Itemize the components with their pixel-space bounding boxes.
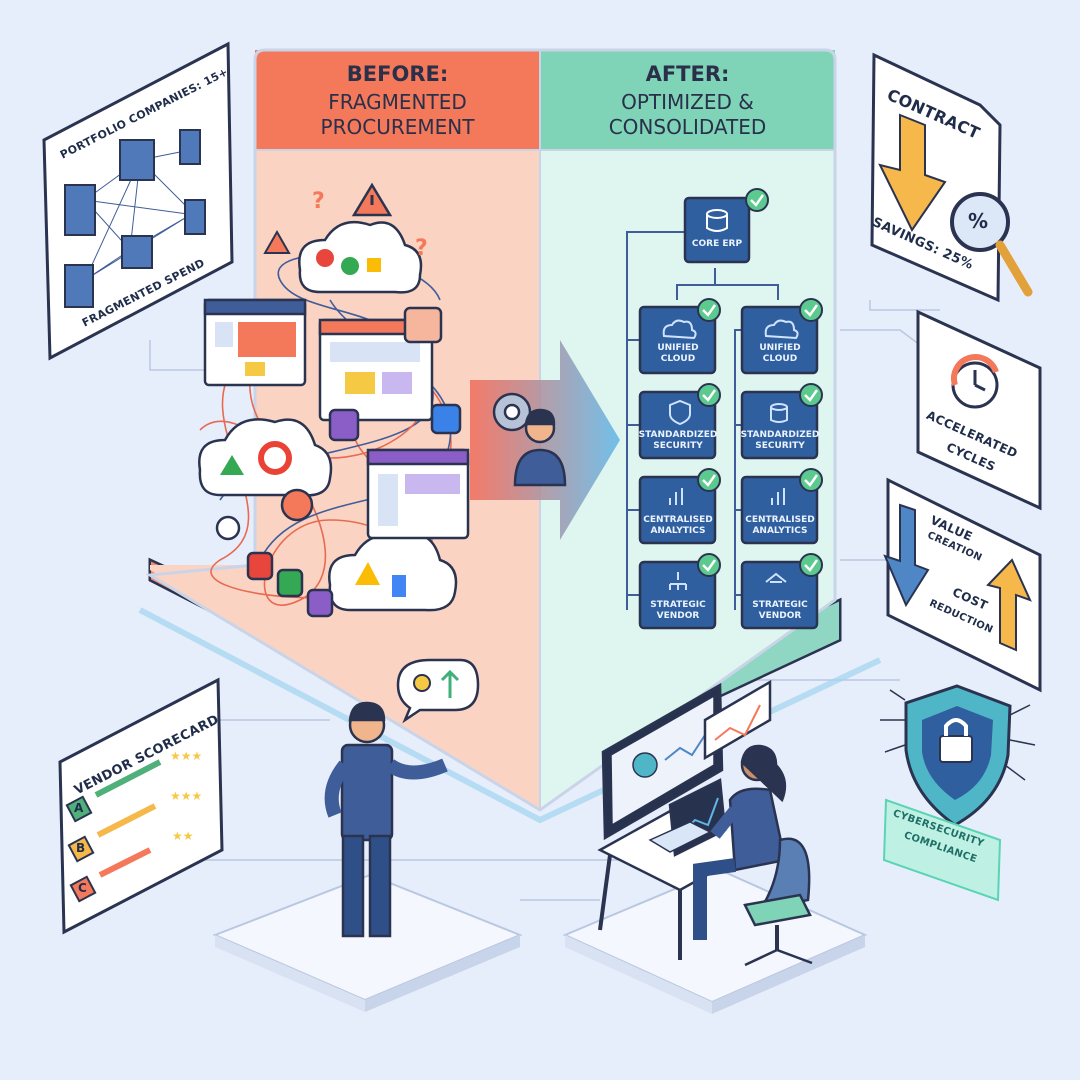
left-box-3-line1: CENTRALISED [643, 515, 713, 525]
right-box-3-line1: CENTRALISED [745, 515, 815, 525]
right-box-3-line2: ANALYTICS [752, 526, 808, 536]
svg-text:★★★: ★★★ [170, 789, 202, 803]
right-box-2-line1: STANDARDIZED [740, 430, 820, 440]
before-subtitle-line2: PROCUREMENT [320, 115, 475, 139]
left-box-4-line1: STRATEGIC [650, 600, 706, 610]
presenter-figure [324, 701, 448, 938]
before-subtitle-line1: FRAGMENTED [328, 90, 467, 114]
right-box-4-line1: STRATEGIC [752, 600, 808, 610]
consultant-avatar [513, 408, 567, 487]
left-box-2-line1: STANDARDIZED [638, 430, 718, 440]
right-box-4-line2: VENDOR [758, 611, 802, 621]
right-box-1-line1: UNIFIED [759, 343, 801, 353]
panel-outline [145, 48, 837, 812]
pedestal-left [212, 873, 523, 1012]
star-rating: ★★★ ★★★ ★★ [170, 749, 202, 843]
after-title: AFTER: [645, 62, 730, 86]
svg-text:?: ? [312, 189, 325, 214]
magnifier-icon [950, 192, 1033, 297]
core-erp-label: CORE ERP [691, 239, 743, 249]
vendor-grade-a: A [74, 801, 84, 815]
cloud-icon [198, 220, 458, 612]
box-icons [662, 319, 799, 590]
stopwatch-icon [951, 354, 999, 409]
left-box-1-line2: CLOUD [660, 354, 696, 364]
contract-card [870, 52, 1033, 303]
svg-text:★★: ★★ [172, 829, 194, 843]
cybersecurity-shield-icon [880, 684, 1036, 827]
svg-text:?: ? [415, 236, 428, 261]
analyst-workstation [597, 679, 773, 960]
browser-window-icon [203, 298, 470, 540]
right-column-boxes [740, 305, 819, 630]
analyst-figure [693, 744, 787, 940]
right-box-2-line2: SECURITY [755, 441, 805, 451]
before-title: BEFORE: [346, 62, 449, 86]
vendor-scorecard-card: ★★★ ★★★ ★★ [58, 677, 224, 935]
monitor-icon [601, 682, 724, 841]
portfolio-card [42, 41, 234, 361]
after-subtitle-line1: OPTIMIZED & [621, 90, 754, 114]
after-subtitle-line2: CONSOLIDATED [608, 115, 767, 139]
left-column-boxes [638, 305, 717, 630]
office-chair-icon [743, 837, 813, 967]
value-cost-card [883, 477, 1042, 693]
vendor-grade-b: B [76, 841, 86, 855]
percent-symbol: % [968, 209, 989, 233]
building-icon [64, 129, 206, 308]
vendor-grade-c: C [78, 881, 88, 895]
pedestal-right [562, 868, 868, 1014]
left-box-1-line1: UNIFIED [657, 343, 699, 353]
floating-chart-card [703, 679, 772, 761]
svg-text:★★★: ★★★ [170, 749, 202, 763]
gear-icon [492, 392, 532, 432]
core-erp-box [683, 188, 769, 264]
warning-icon [263, 182, 393, 254]
app-logos [220, 249, 406, 597]
cybersecurity-badge [882, 798, 1002, 902]
left-box-3-line2: ANALYTICS [650, 526, 706, 536]
app-tiles [215, 306, 462, 618]
check-badges [697, 298, 823, 577]
question-mark-icon: ? ? [312, 189, 428, 261]
idea-speech-bubble [396, 658, 480, 724]
left-box-4-line2: VENDOR [656, 611, 700, 621]
left-box-2-line2: SECURITY [653, 441, 703, 451]
right-box-1-line2: CLOUD [762, 354, 798, 364]
cycles-card [916, 309, 1042, 511]
